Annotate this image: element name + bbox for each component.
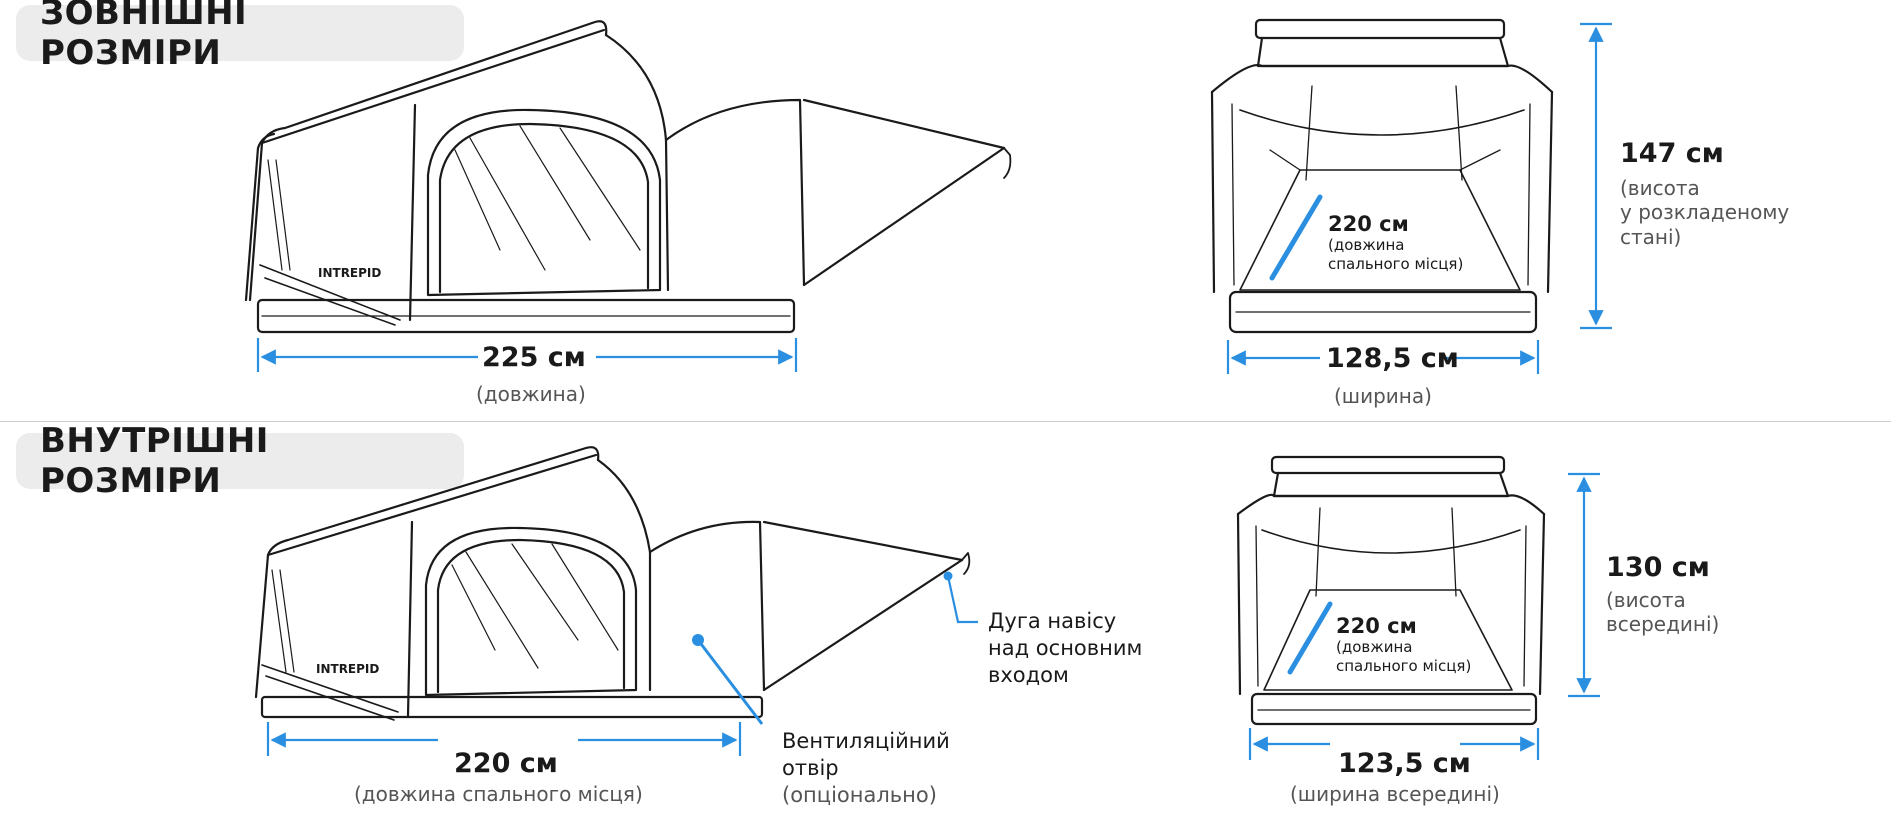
interior-sleep-length-label: 220 см (довжина спального місця) xyxy=(1336,614,1471,676)
exterior-side-tent-illustration xyxy=(244,20,1012,334)
interior-length-note: (довжина спального місця) xyxy=(354,782,643,806)
interior-width-value: 123,5 см xyxy=(1338,748,1471,779)
interior-front-tent-illustration xyxy=(1236,455,1546,726)
exterior-width-dimension-line xyxy=(1226,340,1540,374)
interior-width-dimension-line xyxy=(1248,728,1540,760)
interior-sleep-length-mark xyxy=(1287,601,1333,675)
exterior-width-value: 128,5 см xyxy=(1326,343,1459,374)
interior-sleep-length-note: (довжина спального місця) xyxy=(1336,638,1472,675)
interior-height-dimension-line xyxy=(1568,472,1600,698)
interior-side-tent-illustration xyxy=(254,446,971,721)
exterior-length-dimension-line xyxy=(256,338,798,372)
exterior-sleep-length-mark xyxy=(1269,194,1323,281)
awning-callout-label: Дуга навісу над основним входом xyxy=(988,609,1143,687)
interior-length-value: 220 см xyxy=(454,748,558,779)
vent-callout-title: Вентиляційний отвір xyxy=(782,729,950,780)
interior-height-value: 130 см xyxy=(1606,552,1710,583)
exterior-brand-logo: INTREPID xyxy=(318,266,381,280)
vent-callout-label: Вентиляційний отвір (опціонально) xyxy=(782,728,950,809)
vent-callout-note: (опціонально) xyxy=(782,782,937,807)
exterior-front-tent-illustration xyxy=(1210,18,1554,334)
exterior-sleep-length-value: 220 см xyxy=(1328,212,1409,236)
exterior-sleep-length-note: (довжина спального місця) xyxy=(1328,236,1464,273)
exterior-height-dimension-line xyxy=(1580,22,1612,330)
vent-callout-pointer xyxy=(692,634,764,725)
interior-brand-logo: INTREPID xyxy=(316,662,379,676)
section-divider xyxy=(0,421,1891,422)
interior-height-note: (висота всередині) xyxy=(1606,588,1720,637)
interior-section-title: ВНУТРІШНІ РОЗМІРИ xyxy=(16,421,464,501)
interior-sleep-length-value: 220 см xyxy=(1336,614,1417,638)
interior-length-dimension-line xyxy=(266,722,742,756)
exterior-width-note: (ширина) xyxy=(1334,384,1432,408)
exterior-length-note: (довжина) xyxy=(476,382,586,406)
exterior-height-note: (висота у розкладеному стані) xyxy=(1620,176,1790,249)
exterior-section-title: ЗОВНІШНІ РОЗМІРИ xyxy=(16,0,464,73)
awning-callout-pointer xyxy=(943,571,978,624)
interior-width-note: (ширина всередині) xyxy=(1290,782,1500,806)
exterior-sleep-length-label: 220 см (довжина спального місця) xyxy=(1328,212,1463,274)
exterior-length-value: 225 см xyxy=(482,342,586,373)
exterior-height-value: 147 см xyxy=(1620,138,1724,169)
